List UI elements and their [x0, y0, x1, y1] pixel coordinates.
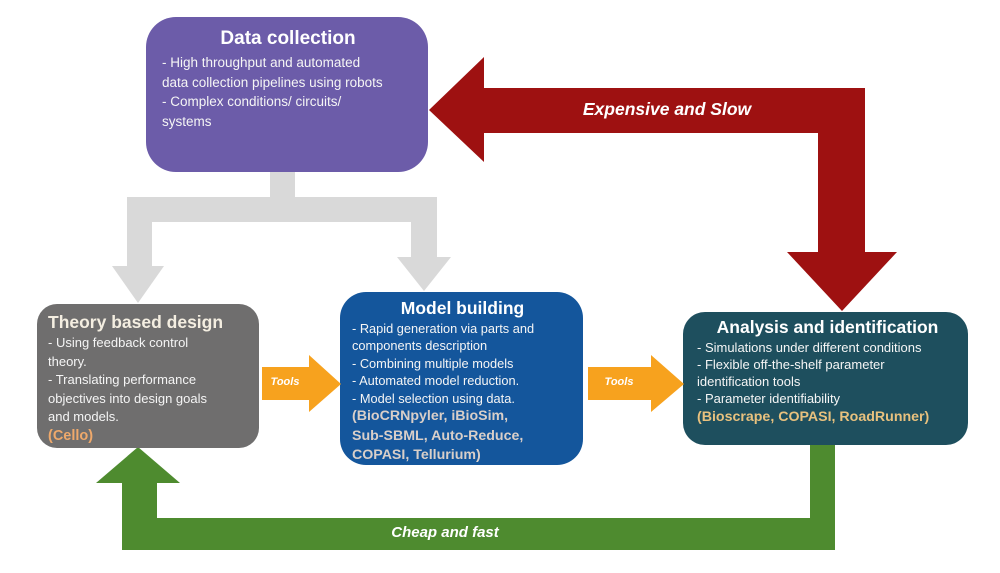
analysis-line: - Simulations under different conditions	[697, 340, 922, 355]
data-collection-line: - Complex conditions/ circuits/	[162, 94, 342, 109]
analysis-line: - Flexible off-the-shelf parameter	[697, 357, 885, 372]
model-tools-list: (BioCRNpyler, iBioSim,	[352, 408, 509, 425]
model-tools-list: COPASI, Tellurium)	[352, 447, 481, 464]
theory-line: and models.	[48, 409, 119, 424]
analysis-line: identification tools	[697, 374, 801, 389]
tools-label-left: Tools	[270, 376, 300, 388]
theory-line: objectives into design goals	[48, 390, 207, 406]
analysis-identification-box: Analysis and identification - Simulation…	[683, 312, 968, 445]
analysis-identification-title: Analysis and identification	[716, 317, 939, 337]
model-line: - Model selection using data.	[352, 390, 515, 406]
theory-line: - Using feedback control	[48, 335, 189, 350]
tools-label-right: Tools	[604, 376, 634, 388]
theory-based-design-title: Theory based design	[48, 312, 224, 332]
data-collection-line: - High throughput and automated	[162, 55, 361, 70]
data-collection-line: data collection pipelines using robots	[162, 74, 383, 90]
red-expensive-slow-arrow	[429, 57, 897, 311]
model-line: - Rapid generation via parts and	[352, 321, 535, 336]
data-collection-title: Data collection	[220, 28, 356, 49]
cheap-and-fast-label: Cheap and fast	[391, 524, 499, 541]
analysis-tools-list: (Bioscrape, COPASI, RoadRunner)	[697, 409, 930, 425]
theory-line: theory.	[48, 353, 87, 369]
model-tools-list: Sub-SBML, Auto-Reduce,	[352, 427, 524, 444]
gray-split-arrow	[112, 169, 451, 303]
theory-tools-list: (Cello)	[48, 427, 94, 444]
model-building-box: Model building - Rapid generation via pa…	[340, 292, 583, 465]
analysis-line: - Parameter identifiability	[697, 391, 841, 406]
model-line: - Combining multiple models	[352, 355, 514, 371]
model-line: - Automated model reduction.	[352, 373, 520, 389]
expensive-and-slow-label: Expensive and Slow	[582, 99, 752, 119]
theory-based-design-box: Theory based design - Using feedback con…	[37, 304, 259, 448]
model-building-title: Model building	[400, 298, 525, 318]
data-collection-box: Data collection - High throughput and au…	[146, 17, 428, 172]
theory-line: - Translating performance	[48, 372, 197, 387]
model-line: components description	[352, 338, 488, 354]
data-collection-line: systems	[162, 113, 212, 129]
